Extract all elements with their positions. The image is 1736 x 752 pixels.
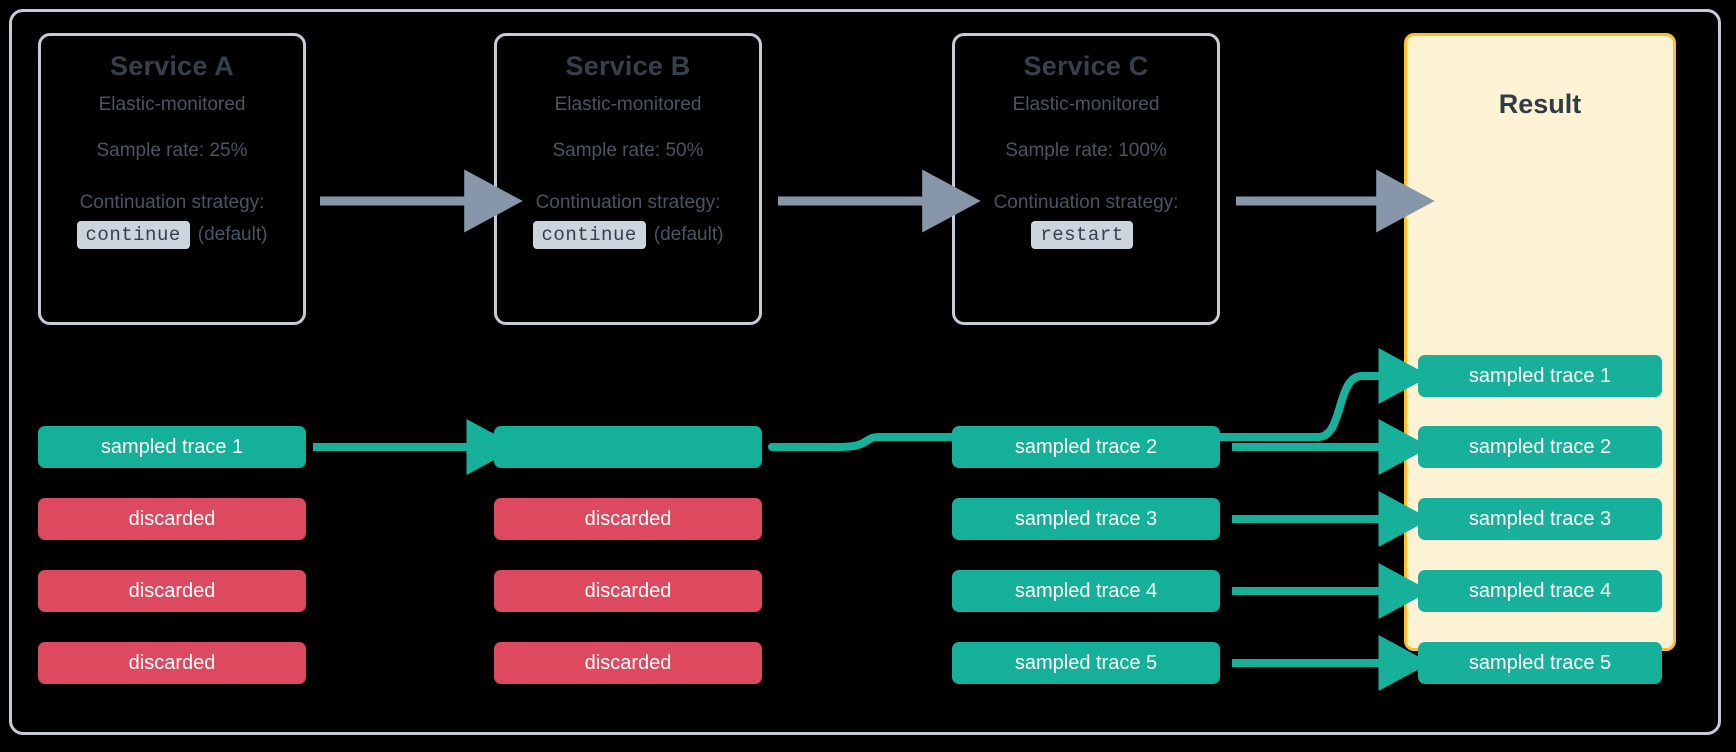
result-trace-bar-1[interactable]: sampled trace 1: [1418, 355, 1662, 397]
trace-bar-c-4[interactable]: sampled trace 5: [952, 642, 1220, 684]
service-b-strategy-value: continue: [532, 220, 646, 249]
service-c-title: Service C: [1023, 51, 1149, 81]
trace-bar-a-3[interactable]: discarded: [38, 570, 306, 612]
service-b-subtitle: Elastic-monitored: [554, 93, 702, 115]
trace-bar-b-4[interactable]: discarded: [494, 642, 762, 684]
trace-bar-b-1[interactable]: [494, 426, 762, 468]
service-c-strategy-label: Continuation strategy:: [993, 192, 1179, 214]
trace-bar-b-2[interactable]: discarded: [494, 498, 762, 540]
service-b-sample-rate: Sample rate: 50%: [552, 140, 704, 162]
service-a-strategy-note: (default): [197, 223, 268, 245]
service-a-title: Service A: [110, 51, 234, 81]
service-a-strategy-label: Continuation strategy:: [79, 192, 265, 214]
service-a-strategy-value: continue: [76, 220, 190, 249]
service-b-strategy-label: Continuation strategy:: [535, 192, 721, 214]
service-c-strategy-row: restart: [1031, 220, 1140, 249]
service-c-sample-rate: Sample rate: 100%: [1005, 140, 1167, 162]
trace-bar-a-2[interactable]: discarded: [38, 498, 306, 540]
service-b-strategy-note: (default): [653, 223, 724, 245]
result-trace-bar-4[interactable]: sampled trace 4: [1418, 570, 1662, 612]
trace-bar-c-1[interactable]: sampled trace 2: [952, 426, 1220, 468]
trace-bar-c-2[interactable]: sampled trace 3: [952, 498, 1220, 540]
service-c-subtitle: Elastic-monitored: [1012, 93, 1160, 115]
service-b-title: Service B: [565, 51, 691, 81]
result-trace-bar-5[interactable]: sampled trace 5: [1418, 642, 1662, 684]
service-a-strategy-row: continue (default): [76, 220, 268, 249]
service-c-strategy-value: restart: [1031, 220, 1133, 249]
trace-bar-b-3[interactable]: discarded: [494, 570, 762, 612]
service-card-a: Service A Elastic-monitored Sample rate:…: [38, 33, 306, 325]
service-card-c: Service C Elastic-monitored Sample rate:…: [952, 33, 1220, 325]
service-a-subtitle: Elastic-monitored: [98, 93, 246, 115]
flow-b-to-result-trace-1: [768, 348, 1431, 451]
service-b-strategy-row: continue (default): [532, 220, 724, 249]
service-a-sample-rate: Sample rate: 25%: [96, 140, 248, 162]
result-trace-bar-2[interactable]: sampled trace 2: [1418, 426, 1662, 468]
trace-bar-c-3[interactable]: sampled trace 4: [952, 570, 1220, 612]
result-trace-bar-3[interactable]: sampled trace 3: [1418, 498, 1662, 540]
trace-bar-a-4[interactable]: discarded: [38, 642, 306, 684]
result-title: Result: [1498, 89, 1582, 119]
trace-bar-a-1[interactable]: sampled trace 1: [38, 426, 306, 468]
